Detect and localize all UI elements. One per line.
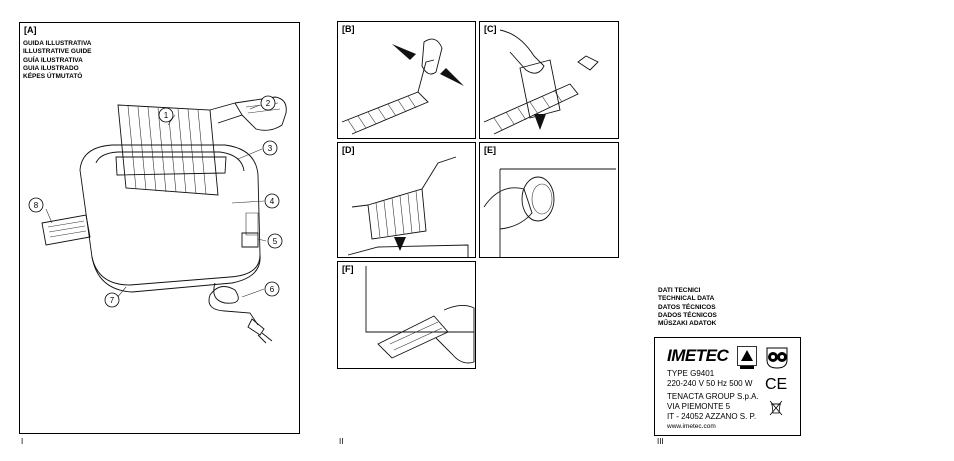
guide-title-en: ILLUSTRATIVE GUIDE — [23, 48, 92, 56]
tech-heading-it: DATI TECNICI — [658, 287, 701, 294]
guide-title-es: GUÍA ILUSTRATIVA — [23, 56, 83, 64]
callout-5: 5 — [267, 233, 283, 249]
tech-heading-es: DATOS TÉCNICOS — [658, 303, 716, 311]
rating-plate: IMETEC TYPE G9401 220-240 V 50 Hz 500 W … — [654, 337, 801, 436]
arrow-shape — [440, 68, 464, 86]
tech-heading-hu: MŰSZAKI ADATOK — [658, 320, 717, 328]
toaster-body-drawing — [79, 144, 261, 293]
callout-6: 6 — [264, 281, 280, 297]
ce-mark: CE — [765, 376, 788, 393]
callout-3: 3 — [262, 140, 278, 156]
callout-8-label: 8 — [34, 201, 39, 210]
page-number-2: II — [339, 437, 344, 446]
panel-d-label: [D] — [342, 145, 355, 155]
panel-f-label: [F] — [342, 264, 354, 274]
plate-type: TYPE G9401 — [667, 369, 715, 378]
callout-5-label: 5 — [273, 237, 278, 246]
callout-2-label: 2 — [266, 99, 271, 108]
page-number-1: I — [21, 437, 24, 446]
panel-c-drawing — [483, 29, 599, 135]
panel-b: [B] — [337, 21, 476, 139]
callout-7-label: 7 — [110, 296, 115, 305]
weee-bin-icon — [769, 400, 783, 416]
callout-6-label: 6 — [270, 285, 275, 294]
tech-data-headings: DATI TECNICI TECHNICAL DATA DATOS TÉCNIC… — [658, 287, 717, 328]
callout-leaders — [45, 104, 267, 300]
panel-d-drawing — [347, 156, 469, 257]
callout-1-label: 1 — [164, 111, 169, 120]
panel-f-drawing — [365, 266, 475, 364]
arrow-shape — [534, 114, 546, 130]
panel-e-drawing — [483, 168, 616, 257]
plate-web: www.imetec.com — [667, 423, 716, 430]
plate-rating: 220-240 V 50 Hz 500 W — [667, 379, 753, 388]
arrow-shape — [392, 44, 416, 60]
plate-company: TENACTA GROUP S.p.A. — [667, 392, 759, 401]
callout-2: 2 — [260, 95, 276, 111]
panel-a-label: [A] — [24, 25, 37, 35]
guide-title-list: GUIDA ILLUSTRATIVA ILLUSTRATIVE GUIDE GU… — [23, 40, 92, 81]
panel-e: [E] — [479, 142, 619, 258]
callout-4: 4 — [264, 193, 280, 209]
panel-b-drawing — [341, 38, 464, 135]
grill-rack-drawing — [117, 96, 287, 196]
panel-c: [C] — [479, 21, 619, 139]
brand-logo: IMETEC — [667, 346, 729, 365]
plate-city: IT - 24052 AZZANO S. P. — [667, 412, 757, 421]
page-number-3: III — [657, 437, 664, 446]
callout-7: 7 — [104, 292, 120, 308]
crumb-tray-drawing — [41, 214, 91, 246]
power-cord-drawing — [208, 282, 273, 344]
panel-a: [A] — [19, 22, 300, 434]
callout-4-label: 4 — [270, 197, 275, 206]
guide-title-pt: GUIA ILUSTRADO — [23, 64, 79, 72]
guide-title-hu: KÉPES ÚTMUTATÓ — [23, 73, 83, 81]
panel-c-label: [C] — [484, 24, 497, 34]
callout-8: 8 — [28, 197, 44, 213]
panel-b-label: [B] — [342, 24, 355, 34]
panel-d: [D] — [337, 142, 476, 258]
callout-1: 1 — [158, 107, 174, 123]
toaster-illustration: 1 2 3 4 5 6 7 8 — [28, 95, 287, 344]
certification-mark-icon — [737, 346, 757, 369]
plate-street: VIA PIEMONTE 5 — [667, 402, 731, 411]
guide-title-it: GUIDA ILLUSTRATIVA — [23, 40, 92, 47]
tech-heading-en: TECHNICAL DATA — [658, 295, 715, 303]
panel-f: [F] — [337, 261, 476, 369]
callout-3-label: 3 — [268, 144, 273, 153]
tech-heading-pt: DADOS TÉCNICOS — [658, 311, 717, 319]
arrow-shape — [394, 237, 406, 251]
panel-e-label: [E] — [484, 145, 496, 155]
gs-safety-mark-icon — [766, 347, 788, 369]
